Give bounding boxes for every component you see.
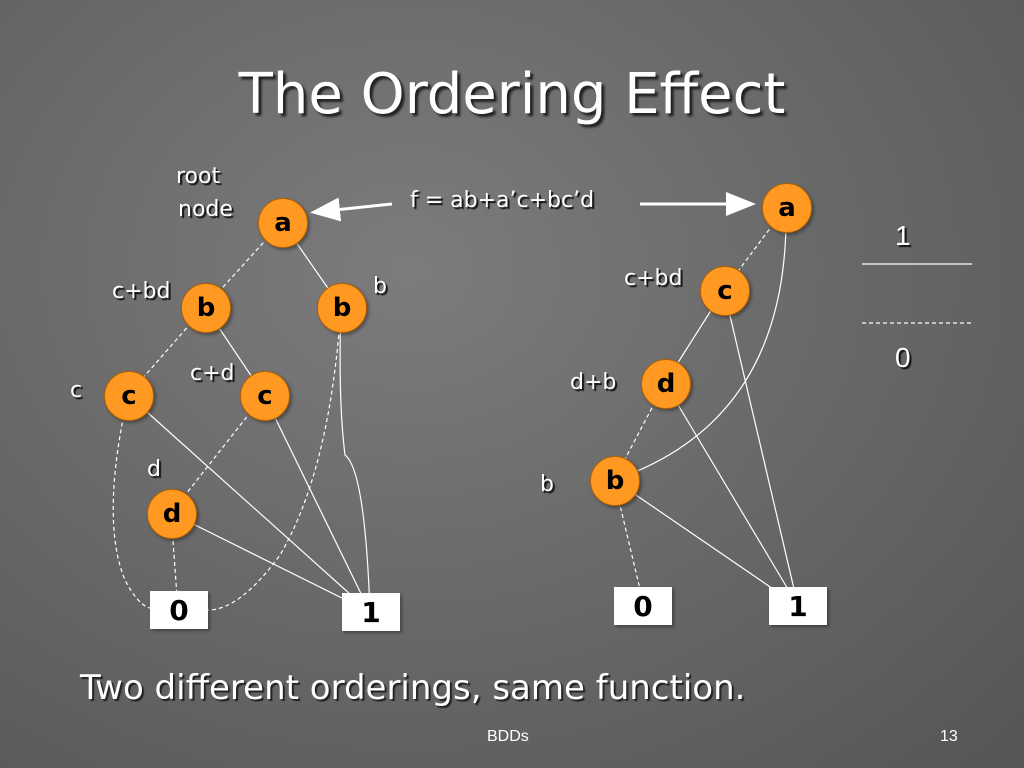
right-node-d: d bbox=[641, 359, 691, 409]
edge-br-zero bbox=[207, 306, 342, 611]
edge-br-one bbox=[339, 306, 371, 613]
right-node-b: b bbox=[590, 456, 640, 506]
left-anno-c-right: c+d bbox=[190, 361, 235, 386]
edge-cr-one bbox=[263, 394, 371, 613]
left-anno-d: d bbox=[147, 457, 161, 482]
slide-caption: Two different orderings, same function. bbox=[80, 668, 746, 708]
right-anno-b: b bbox=[540, 472, 554, 497]
left-node-c-left: c bbox=[104, 371, 154, 421]
edge-rd-one bbox=[664, 382, 799, 607]
left-anno-b-left: c+bd bbox=[112, 279, 171, 304]
edge-d-one bbox=[170, 512, 371, 613]
edge-a-b-left bbox=[204, 221, 283, 308]
edge-bl-cl bbox=[127, 306, 206, 396]
edge-cl-one bbox=[127, 394, 371, 613]
left-anno-c-left: c bbox=[70, 378, 83, 403]
left-node-a: a bbox=[258, 198, 308, 248]
left-node-b-left: b bbox=[181, 283, 231, 333]
right-terminal-zero: 0 bbox=[614, 587, 672, 625]
right-node-c: c bbox=[700, 266, 750, 316]
footer-title: BDDs bbox=[487, 728, 529, 745]
edge-rc-one bbox=[723, 289, 799, 607]
page-number: 13 bbox=[940, 728, 958, 745]
edge-ra-b bbox=[613, 206, 787, 481]
legend-solid-label: 1 bbox=[895, 220, 911, 251]
right-anno-d: d+b bbox=[570, 370, 617, 395]
left-anno-b-right: b bbox=[373, 274, 387, 299]
root-label-line2: node bbox=[178, 197, 233, 222]
left-node-d: d bbox=[147, 489, 197, 539]
right-terminal-one: 1 bbox=[769, 587, 827, 625]
slide-title: The Ordering Effect bbox=[238, 62, 786, 127]
legend-dashed-label: 0 bbox=[895, 342, 911, 373]
arrow-left bbox=[310, 197, 393, 222]
right-anno-c: c+bd bbox=[624, 266, 683, 291]
left-node-b-right: b bbox=[317, 283, 367, 333]
edge-rb-one bbox=[613, 479, 799, 607]
root-label-line1: root bbox=[176, 164, 221, 189]
left-terminal-one: 1 bbox=[342, 593, 400, 631]
left-node-c-right: c bbox=[240, 371, 290, 421]
edge-cl-zero bbox=[112, 394, 151, 609]
formula-text: f = ab+a’c+bc’d bbox=[410, 188, 595, 213]
left-terminal-zero: 0 bbox=[150, 591, 208, 629]
right-node-a: a bbox=[762, 183, 812, 233]
